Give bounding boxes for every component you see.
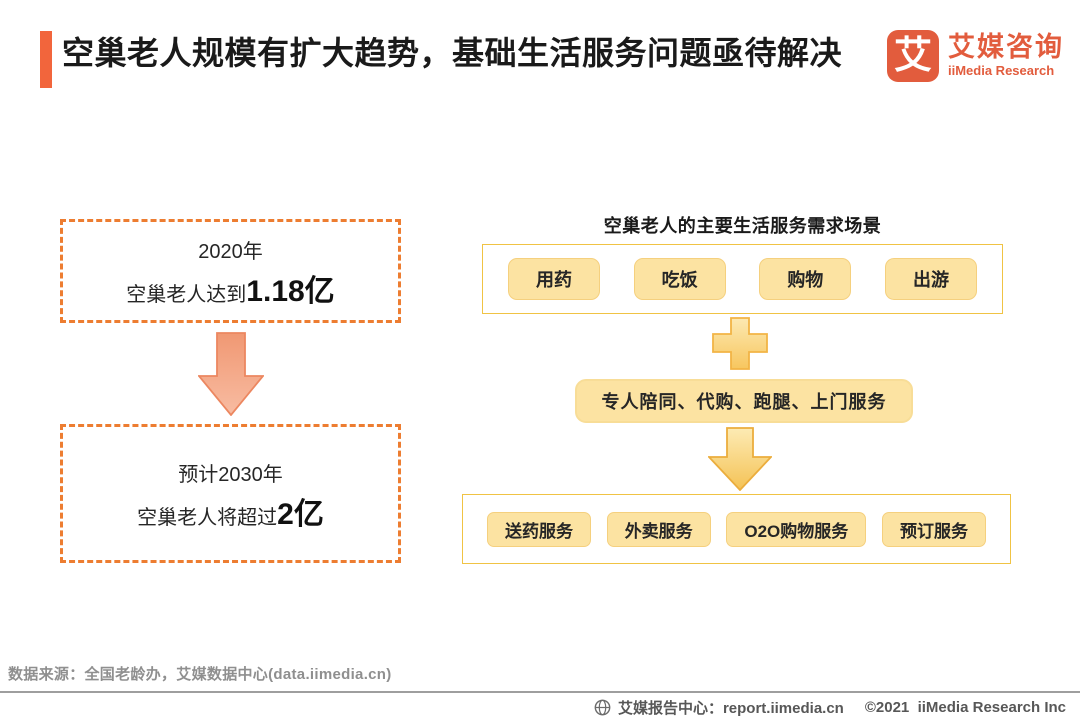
right-flow-title: 空巢老人的主要生活服务需求场景 bbox=[603, 216, 882, 236]
need-pill-shopping: 购物 bbox=[759, 258, 852, 300]
footer-divider bbox=[0, 691, 1080, 693]
need-pill-meals: 吃饭 bbox=[633, 258, 726, 300]
plus-icon bbox=[712, 317, 768, 375]
need-pill-travel: 出游 bbox=[884, 258, 977, 300]
service-pill-booking: 预订服务 bbox=[881, 511, 986, 547]
page-title: 空巢老人规模有扩大趋势，基础生活服务问题亟待解决 bbox=[62, 35, 843, 71]
stat-box-2030-value: 2亿 bbox=[277, 497, 324, 531]
need-pill-medication: 用药 bbox=[508, 258, 600, 300]
stat-box-2020-value: 1.18亿 bbox=[246, 275, 335, 308]
service-types-container: 送药服务 外卖服务 O2O购物服务 预订服务 bbox=[462, 494, 1011, 564]
salmon-down-arrow-icon bbox=[197, 332, 265, 421]
service-pill-o2o-shopping: O2O购物服务 bbox=[726, 511, 867, 547]
gold-down-arrow-icon bbox=[706, 427, 774, 496]
iimedia-logo: 艾 艾媒咨询 iiMedia Research bbox=[887, 30, 1064, 82]
footer: 艾媒报告中心：report.iimedia.cn ©2021 iiMedia R… bbox=[594, 697, 1066, 718]
data-source-text: 数据来源：全国老龄办，艾媒数据中心(data.iimedia.cn) bbox=[8, 666, 392, 683]
logo-brand-cn: 艾媒咨询 bbox=[948, 32, 1064, 63]
stat-box-2020-prefix: 空巢老人达到 bbox=[126, 284, 247, 306]
copyright-text: ©2021 iiMedia Research Inc bbox=[864, 699, 1066, 716]
iimedia-logo-icon: 艾 bbox=[887, 30, 939, 82]
middle-service-bar: 专人陪同、代购、跑腿、上门服务 bbox=[575, 379, 913, 423]
report-center-text: 艾媒报告中心：report.iimedia.cn bbox=[617, 700, 844, 717]
title-accent-bar bbox=[40, 31, 52, 88]
logo-brand-en: iiMedia Research bbox=[948, 63, 1055, 79]
need-scenes-container: 用药 吃饭 购物 出游 bbox=[482, 244, 1003, 314]
stat-box-2020-year: 2020年 bbox=[198, 241, 263, 263]
stat-box-2030-prefix: 空巢老人将超过 bbox=[137, 506, 278, 529]
logo-text: 艾媒咨询 iiMedia Research bbox=[948, 33, 1064, 78]
globe-icon bbox=[594, 699, 611, 716]
service-pill-medicine-delivery: 送药服务 bbox=[487, 511, 591, 547]
stat-box-2030-year: 预计2030年 bbox=[178, 463, 283, 486]
service-pill-food-delivery: 外卖服务 bbox=[606, 511, 711, 547]
